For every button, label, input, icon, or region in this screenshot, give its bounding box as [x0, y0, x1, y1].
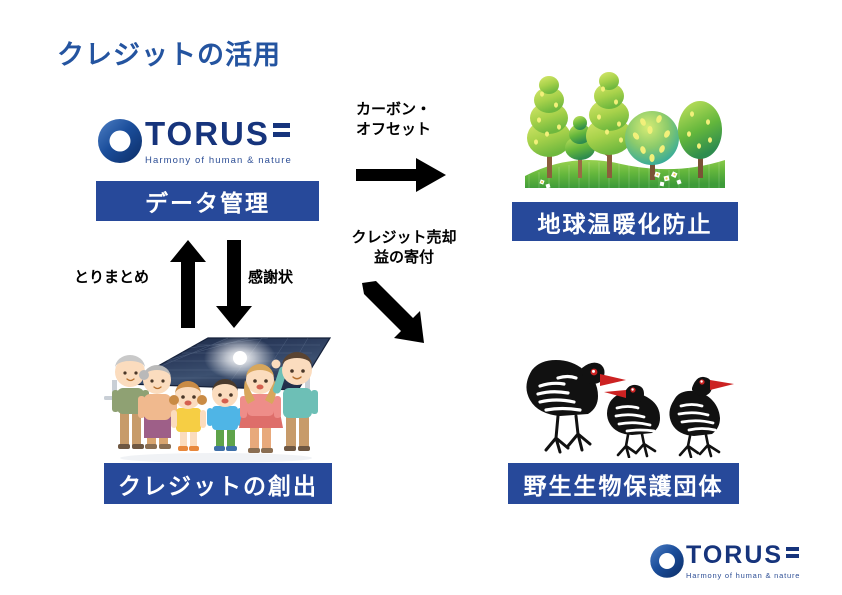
arrow-label-carbon-offset-line2: オフセット — [356, 121, 432, 139]
arrow-right-icon — [356, 158, 446, 192]
arrow-down-icon — [216, 240, 252, 328]
arrow-label-credit-donation: クレジット売却 益の寄付 — [341, 228, 467, 269]
forest-trees-illustration — [525, 72, 725, 189]
torus-ring-icon — [98, 119, 142, 163]
arrow-down-right-icon — [362, 281, 424, 343]
page-title: クレジットの活用 — [57, 40, 281, 70]
label-box-global-warming-prevention: 地球温暖化防止 — [512, 202, 738, 241]
torus-wordmark-text: TORUS — [145, 114, 270, 152]
family-solar-panel-illustration — [104, 336, 332, 463]
label-box-data-management: データ管理 — [96, 181, 319, 221]
label-box-credit-creation: クレジットの創出 — [104, 463, 332, 504]
torus-wordmark-footer-text: TORUS — [686, 540, 784, 569]
torus-logo-footer-text: TORUS Harmony of human & nature — [686, 540, 801, 580]
arrow-label-carbon-offset: カーボン・ オフセット — [356, 100, 431, 141]
torus-tagline: Harmony of human & nature — [145, 154, 292, 166]
label-box-wildlife-protection: 野生生物保護団体 — [508, 463, 739, 504]
torus-equals-icon-footer — [786, 547, 800, 561]
arrow-label-credit-donation-line2: 益の寄付 — [373, 249, 434, 267]
arrow-label-aggregation: とりまとめ — [74, 269, 150, 286]
torus-wordmark-footer: TORUS — [686, 540, 800, 569]
torus-wordmark: TORUS — [145, 117, 292, 150]
arrow-label-carbon-offset-line1: カーボン・ — [356, 101, 432, 118]
arrow-label-credit-donation-line1: クレジット売却 — [351, 229, 457, 246]
wild-birds-illustration — [526, 360, 734, 458]
torus-logo-main: TORUS Harmony of human & nature — [95, 116, 292, 166]
arrow-label-thank-you-letter: 感謝状 — [248, 269, 294, 286]
torus-ring-icon-footer — [650, 544, 684, 578]
torus-logo-text: TORUS Harmony of human & nature — [145, 117, 292, 166]
arrow-up-icon — [170, 240, 206, 328]
torus-equals-icon — [272, 123, 290, 141]
torus-logo-footer: TORUS Harmony of human & nature — [648, 542, 800, 580]
torus-tagline-footer: Harmony of human & nature — [686, 570, 801, 580]
